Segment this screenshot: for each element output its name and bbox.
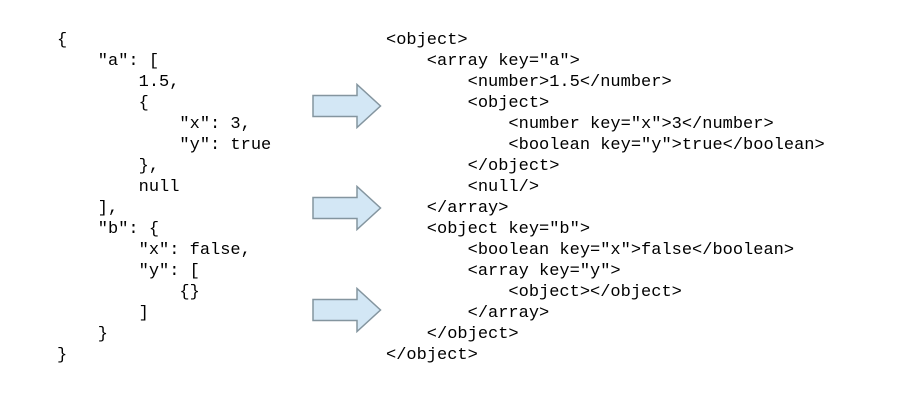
xml-code-line: <object>: [386, 94, 550, 113]
xml-code-line: </array>: [386, 199, 509, 218]
json-code-line: ],: [57, 199, 119, 218]
right-arrow-shape: [312, 83, 382, 129]
right-arrow-icon: [312, 83, 382, 129]
xml-code-line: </object>: [386, 157, 560, 176]
json-code-line: "x": false,: [57, 241, 251, 260]
right-arrow-shape: [312, 185, 382, 231]
xml-code-line: </array>: [386, 304, 550, 323]
xml-code-line: <object>: [386, 31, 468, 50]
xml-code-line: <boolean key="x">false</boolean>: [386, 241, 795, 260]
xml-code-line: <boolean key="y">true</boolean>: [386, 136, 825, 155]
json-code-line: "a": [: [57, 52, 160, 71]
xml-code-line: <number key="x">3</number>: [386, 115, 774, 134]
json-code-line: "y": [: [57, 262, 200, 281]
json-code-line: "b": {: [57, 220, 160, 239]
json-source-block: { "a": [ 1.5, { "x": 3, "y": true }, nul…: [57, 30, 271, 366]
xml-code-line: <number>1.5</number>: [386, 73, 672, 92]
xml-code-line: <array key="y">: [386, 262, 621, 281]
json-code-line: }: [57, 346, 68, 365]
right-arrow-shape: [312, 287, 382, 333]
json-code-line: 1.5,: [57, 73, 180, 92]
json-code-line: }: [57, 325, 109, 344]
json-code-line: {}: [57, 283, 200, 302]
json-code-line: "x": 3,: [57, 115, 251, 134]
xml-output-block: <object> <array key="a"> <number>1.5</nu…: [386, 30, 825, 366]
xml-code-line: </object>: [386, 325, 519, 344]
xml-code-line: <null/>: [386, 178, 540, 197]
xml-code-line: </object>: [386, 346, 478, 365]
right-arrow-icon: [312, 185, 382, 231]
xml-code-line: <array key="a">: [386, 52, 580, 71]
right-arrow-icon: [312, 287, 382, 333]
json-code-line: {: [57, 31, 68, 50]
json-code-line: ]: [57, 304, 149, 323]
json-code-line: {: [57, 94, 149, 113]
xml-code-line: <object></object>: [386, 283, 682, 302]
xml-code-line: <object key="b">: [386, 220, 591, 239]
json-code-line: null: [57, 178, 180, 197]
json-code-line: "y": true: [57, 136, 272, 155]
json-code-line: },: [57, 157, 160, 176]
